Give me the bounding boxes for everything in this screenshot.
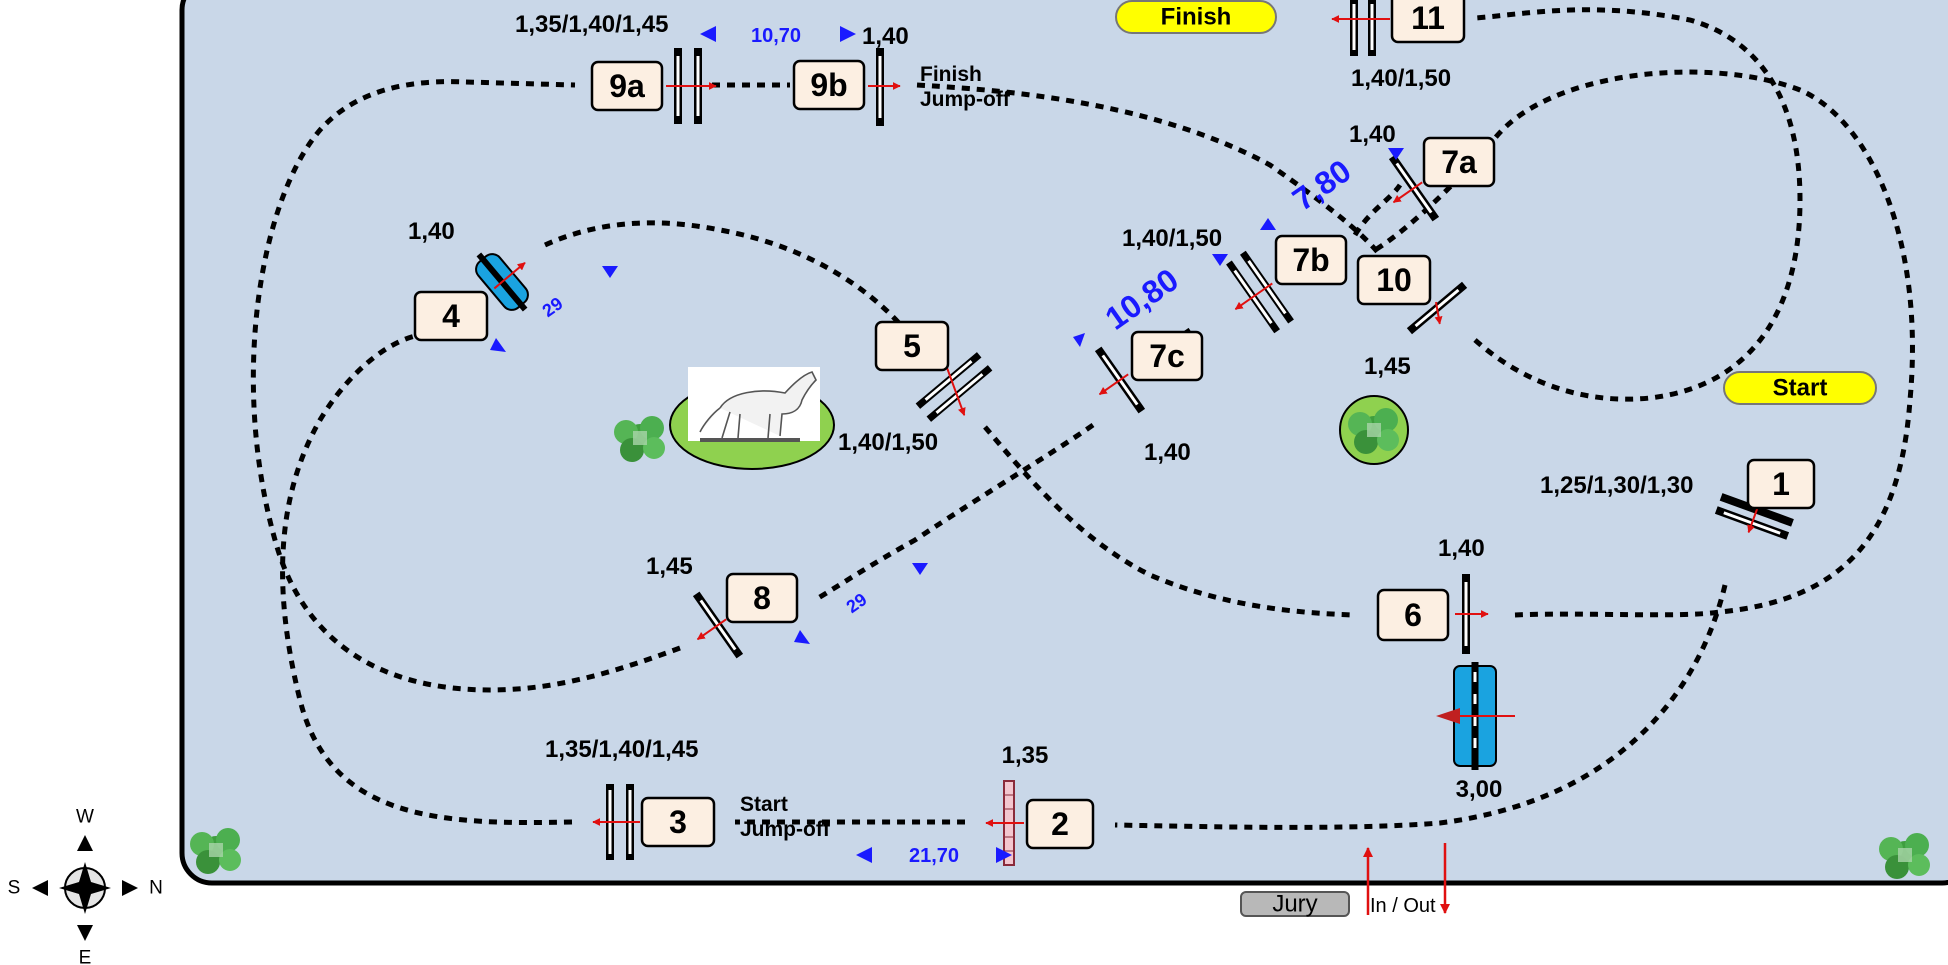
jury-label: Jury bbox=[1272, 891, 1317, 918]
svg-text:3: 3 bbox=[669, 804, 687, 840]
fence-7a-number: 7a bbox=[1422, 136, 1496, 188]
fence-2-number: 2 bbox=[1025, 798, 1095, 850]
svg-text:7a: 7a bbox=[1441, 144, 1477, 180]
jumpoff-finish-line2: Jump-off bbox=[920, 88, 1011, 111]
in-out-gate: In / Out bbox=[1363, 843, 1450, 917]
fence-5-number: 5 bbox=[874, 320, 950, 372]
distance-triangle-right bbox=[840, 26, 856, 42]
compass-north: N bbox=[149, 878, 163, 899]
compass-icon: W E S N bbox=[8, 807, 163, 965]
fence-11-rail bbox=[1331, 0, 1390, 56]
fence-2-rail bbox=[985, 780, 1024, 866]
fence-9b-number: 9b bbox=[792, 59, 866, 111]
distance-triangle-right-2 bbox=[996, 847, 1012, 863]
start-marker: Start bbox=[1723, 371, 1877, 405]
fence-7c-number: 7c bbox=[1130, 330, 1204, 382]
svg-text:2: 2 bbox=[1051, 806, 1069, 842]
svg-text:10: 10 bbox=[1376, 262, 1412, 298]
tree-island bbox=[1339, 395, 1409, 465]
start-label: Start bbox=[1773, 375, 1828, 402]
compass-west: W bbox=[76, 807, 94, 828]
fence-7a-height: 1,40 bbox=[1349, 121, 1396, 148]
fence-3-number: 3 bbox=[640, 796, 716, 848]
fence-4-rail bbox=[475, 252, 529, 312]
svg-text:4: 4 bbox=[442, 298, 460, 334]
svg-text:7b: 7b bbox=[1292, 242, 1329, 278]
water-height: 3,00 bbox=[1456, 776, 1503, 803]
fence-7b-height: 1,40/1,50 bbox=[1122, 225, 1222, 252]
fence-8-rail bbox=[692, 591, 744, 659]
fence-7b-number: 7b bbox=[1274, 234, 1348, 286]
finish-marker: Finish bbox=[1115, 0, 1277, 34]
horse-icon bbox=[699, 371, 817, 439]
fence-3-height: 1,35/1,40/1,45 bbox=[545, 736, 698, 763]
jumpoff-finish-label: Finish Jump-off bbox=[920, 63, 1011, 111]
fence-5-height: 1,40/1,50 bbox=[838, 429, 938, 456]
water-jump: 3,00 bbox=[1436, 662, 1515, 803]
fence-8-number: 8 bbox=[725, 572, 799, 624]
fence-4-number: 4 bbox=[413, 290, 489, 342]
svg-text:11: 11 bbox=[1411, 0, 1445, 36]
svg-text:7c: 7c bbox=[1149, 338, 1185, 374]
fence-3-rail bbox=[592, 784, 640, 860]
fence-11-number: 11 bbox=[1390, 0, 1466, 44]
fence-8-height: 1,45 bbox=[646, 553, 693, 580]
fence-9b-rail bbox=[868, 48, 901, 126]
fence-2-height: 1,35 bbox=[1002, 742, 1049, 769]
svg-text:6: 6 bbox=[1404, 597, 1422, 633]
fence-6-number: 6 bbox=[1376, 588, 1450, 642]
fence-10-rail bbox=[1406, 281, 1468, 335]
course-track bbox=[250, 7, 1915, 830]
compass-south: S bbox=[8, 878, 21, 899]
fence-4-height: 1,40 bbox=[408, 218, 455, 245]
fence-6-height: 1,40 bbox=[1438, 535, 1485, 562]
fence-1-number: 1 bbox=[1746, 458, 1816, 510]
svg-text:9b: 9b bbox=[810, 67, 847, 103]
jumpoff-start-line2: Jump-off bbox=[740, 818, 831, 841]
jumpoff-finish-line1: Finish bbox=[920, 63, 982, 86]
compass-east: E bbox=[79, 948, 92, 965]
svg-text:8: 8 bbox=[753, 580, 771, 616]
fence-1-height: 1,25/1,30/1,30 bbox=[1540, 472, 1693, 499]
distance-triangle-left-2 bbox=[856, 847, 872, 863]
jury-box: Jury bbox=[1240, 891, 1350, 918]
fence-9a-height: 1,35/1,40/1,45 bbox=[515, 11, 668, 38]
fence-7b-rail bbox=[1226, 250, 1294, 334]
fence-1-rail bbox=[1714, 493, 1794, 540]
finish-label: Finish bbox=[1161, 4, 1232, 31]
horse-island bbox=[669, 367, 835, 470]
fence-7c-rail bbox=[1094, 346, 1146, 414]
distance-triangle-left bbox=[700, 26, 716, 42]
fence-5-rail bbox=[915, 352, 993, 422]
fence-11-height: 1,40/1,50 bbox=[1351, 65, 1451, 92]
fence-9b-height: 1,40 bbox=[862, 23, 909, 50]
fence-7c-height: 1,40 bbox=[1144, 439, 1191, 466]
svg-text:9a: 9a bbox=[609, 68, 645, 104]
fence-6-rail bbox=[1455, 574, 1489, 654]
fence-7a-rail bbox=[1388, 154, 1440, 222]
fence-10-height: 1,45 bbox=[1364, 353, 1411, 380]
jumpoff-start-label: Start Jump-off bbox=[740, 793, 831, 841]
fence-9a-number: 9a bbox=[590, 60, 664, 112]
distance-2-3: 21,70 bbox=[909, 845, 959, 867]
svg-text:1: 1 bbox=[1772, 466, 1790, 502]
in-out-label: In / Out bbox=[1370, 895, 1436, 917]
fence-10-number: 10 bbox=[1356, 254, 1432, 306]
jumpoff-start-line1: Start bbox=[740, 793, 788, 816]
svg-text:5: 5 bbox=[903, 328, 921, 364]
fence-9a-rail bbox=[666, 48, 717, 124]
distance-9a-9b: 10,70 bbox=[751, 25, 801, 47]
distance-markers bbox=[490, 26, 1404, 863]
fence-rails bbox=[475, 0, 1794, 866]
